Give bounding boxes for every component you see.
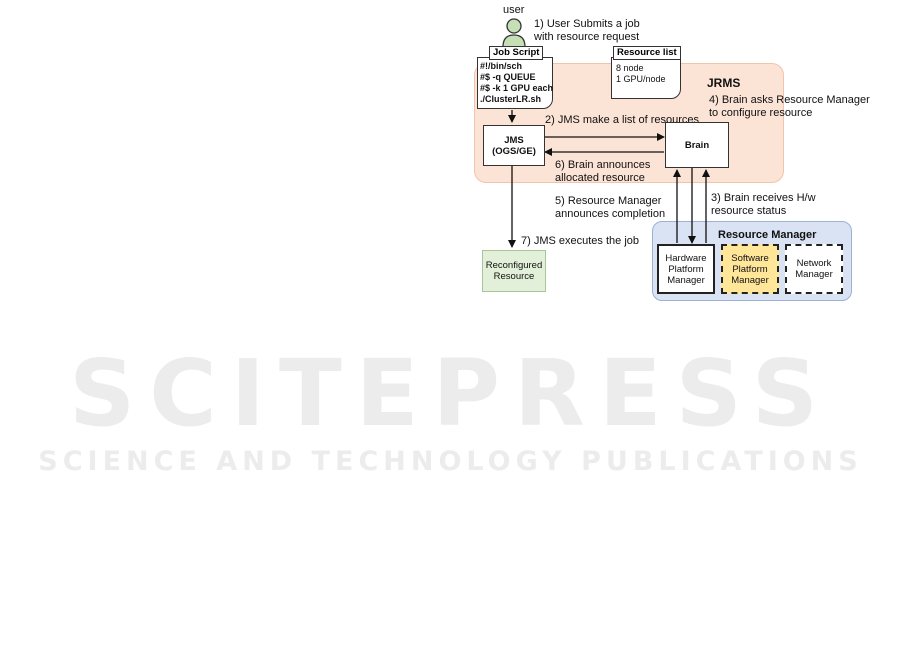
software-platform-manager-box: Software Platform Manager <box>721 244 779 294</box>
job-script-title: Job Script <box>489 46 544 60</box>
step-1-label: 1) User Submits a job with resource requ… <box>534 18 640 43</box>
user-label: user <box>503 4 525 16</box>
network-manager-box: Network Manager <box>785 244 843 294</box>
watermark-main: SCITEPRESS <box>68 340 833 447</box>
resource-manager-title: Resource Manager <box>718 229 817 241</box>
job-script-document: #!/bin/sch #$ -q QUEUE #$ -k 1 GPU each … <box>477 57 553 109</box>
step-6-label: 6) Brain announces allocated resource <box>555 159 651 184</box>
reconfigured-resource-box: Reconfigured Resource <box>482 250 546 292</box>
step-4-label: 4) Brain asks Resource Manager to config… <box>709 94 870 119</box>
step-5-label: 5) Resource Manager announces completion <box>555 195 666 220</box>
resource-list-document: 8 node 1 GPU/node <box>611 57 681 99</box>
resource-list-title: Resource list <box>613 46 681 60</box>
step-3-label: 3) Brain receives H/w resource status <box>711 192 816 217</box>
brain-box: Brain <box>665 122 729 168</box>
user-icon <box>502 18 526 48</box>
hardware-platform-manager-box: Hardware Platform Manager <box>657 244 715 294</box>
step-7-label: 7) JMS executes the job <box>521 235 640 247</box>
step-2-label: 2) JMS make a list of resources <box>545 114 700 126</box>
watermark-sub: SCIENCE AND TECHNOLOGY PUBLICATIONS <box>38 446 863 477</box>
jms-box: JMS (OGS/GE) <box>483 125 545 166</box>
jrms-label: JRMS <box>707 76 741 90</box>
